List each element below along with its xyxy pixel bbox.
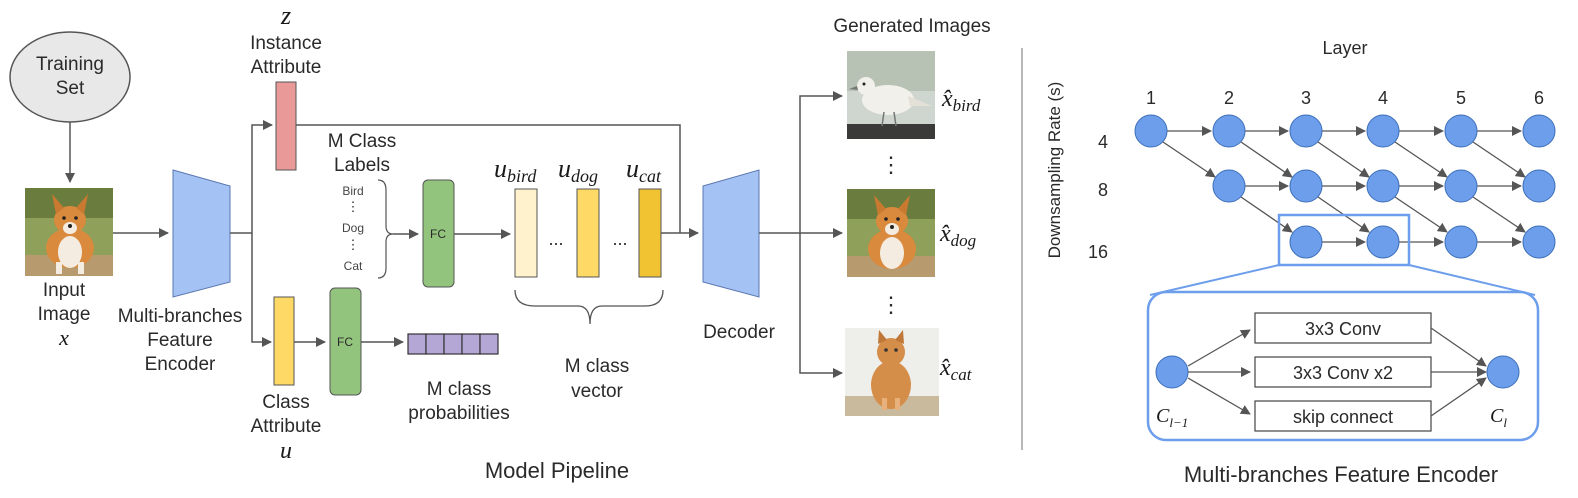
highlight-box	[1277, 213, 1411, 267]
encoder-edges	[1162, 126, 1526, 247]
output-vdots-2: ⋮	[880, 292, 902, 317]
arrow-to-class-attr	[251, 233, 272, 347]
generated-images-title: Generated Images	[833, 16, 990, 37]
class-labels-title-2: Labels	[334, 155, 390, 176]
zoom-line-right	[1408, 264, 1536, 296]
instance-attr-label-1: Instance	[250, 33, 322, 54]
vector-ellipsis-1: ...	[548, 229, 563, 249]
output-vdots-1: ⋮	[880, 152, 902, 177]
training-set-label-2: Set	[56, 78, 85, 99]
class-vector-label-1: M class	[565, 356, 629, 377]
class-dog: Dog	[342, 221, 364, 235]
generated-bird-image	[847, 51, 935, 139]
arrow-instance-to-decoder	[296, 124, 681, 233]
layer-1: 1	[1146, 88, 1156, 108]
encoder-nodes	[1134, 114, 1556, 259]
probs-label-2: probabilities	[408, 403, 509, 424]
fc-bottom-label: FC	[337, 335, 353, 349]
rate-4: 4	[1098, 132, 1108, 152]
training-set-node	[9, 31, 131, 123]
rate-16: 16	[1088, 242, 1108, 262]
branch-skip	[1254, 400, 1432, 432]
input-dog-image	[25, 188, 113, 276]
u-variable: u	[280, 438, 292, 464]
rate-axis-title: Downsampling Rate (s)	[1045, 82, 1064, 259]
instance-attribute-bar	[275, 81, 297, 171]
encoder-label-1: Multi-branches	[118, 306, 243, 327]
c-in-node	[1155, 355, 1189, 389]
class-attribute-bar	[273, 296, 295, 386]
layer-2: 2	[1224, 88, 1234, 108]
output-bird-label: x̂bird	[941, 86, 981, 115]
class-probabilities-vector	[407, 333, 499, 355]
u-bird-label: ubird	[494, 154, 537, 186]
class-cat: Cat	[344, 259, 363, 273]
class-attr-label-2: Attribute	[251, 416, 322, 437]
probs-label-1: M class	[427, 379, 491, 400]
vector-ellipsis-2: ...	[612, 229, 627, 249]
class-attr-label-1: Class	[262, 392, 310, 413]
arrow-to-instance	[251, 120, 273, 233]
rate-8: 8	[1098, 180, 1108, 200]
output-dog-label: x̂dog	[939, 221, 976, 250]
class-labels-brace	[377, 179, 394, 279]
branch-skip-label: skip connect	[1293, 407, 1393, 427]
input-image-label-2: Image	[38, 304, 91, 325]
c-out-label: Cl	[1490, 405, 1507, 430]
encoder-trapezoid	[172, 169, 231, 298]
input-image-label-1: Input	[43, 280, 86, 301]
class-vdots-1: ⋮	[347, 199, 360, 214]
c-in-label: Cl−1	[1156, 405, 1188, 430]
instance-attr-label-2: Attribute	[251, 57, 322, 78]
generated-dog-image	[847, 189, 935, 277]
class-vdots-2: ⋮	[347, 237, 360, 252]
u-dog-label: udog	[558, 154, 598, 186]
generated-cat-image	[845, 328, 939, 416]
z-variable: z	[280, 1, 291, 30]
fc-top-label: FC	[430, 227, 446, 241]
branch-conv-x2	[1254, 356, 1432, 388]
encoder-label-2: Feature	[147, 330, 212, 351]
encoder-label-3: Encoder	[145, 354, 216, 375]
zoom-line-left	[1149, 264, 1280, 296]
layer-5: 5	[1456, 88, 1466, 108]
layer-3: 3	[1301, 88, 1311, 108]
branch-conv-label: 3x3 Conv	[1305, 319, 1381, 339]
decoder-label: Decoder	[703, 322, 775, 343]
encoder-title: Multi-branches Feature Encoder	[1184, 462, 1498, 487]
decoder-trapezoid	[702, 169, 760, 298]
training-set-label-1: Training	[36, 54, 104, 75]
branch-conv	[1254, 312, 1432, 344]
u-cat-label: ucat	[626, 154, 662, 186]
class-vector-label-2: vector	[571, 381, 623, 402]
input-variable: x	[58, 325, 69, 350]
u-dog-vector	[576, 188, 600, 278]
arrow-to-cat	[799, 233, 843, 378]
arrow-to-bird	[799, 91, 843, 233]
class-bird: Bird	[342, 184, 363, 198]
class-labels-title-1: M Class	[328, 131, 397, 152]
class-vector-brace	[514, 289, 664, 325]
u-bird-vector	[514, 188, 538, 278]
c-out-node	[1486, 355, 1520, 389]
pipeline-title: Model Pipeline	[485, 458, 629, 483]
u-cat-vector	[638, 188, 662, 278]
layer-6: 6	[1534, 88, 1544, 108]
layer-axis-title: Layer	[1322, 38, 1367, 58]
output-cat-label: x̂cat	[939, 355, 973, 384]
layer-4: 4	[1378, 88, 1388, 108]
branch-edges	[1187, 327, 1487, 417]
branch-conv-x2-label: 3x3 Conv x2	[1293, 363, 1393, 383]
